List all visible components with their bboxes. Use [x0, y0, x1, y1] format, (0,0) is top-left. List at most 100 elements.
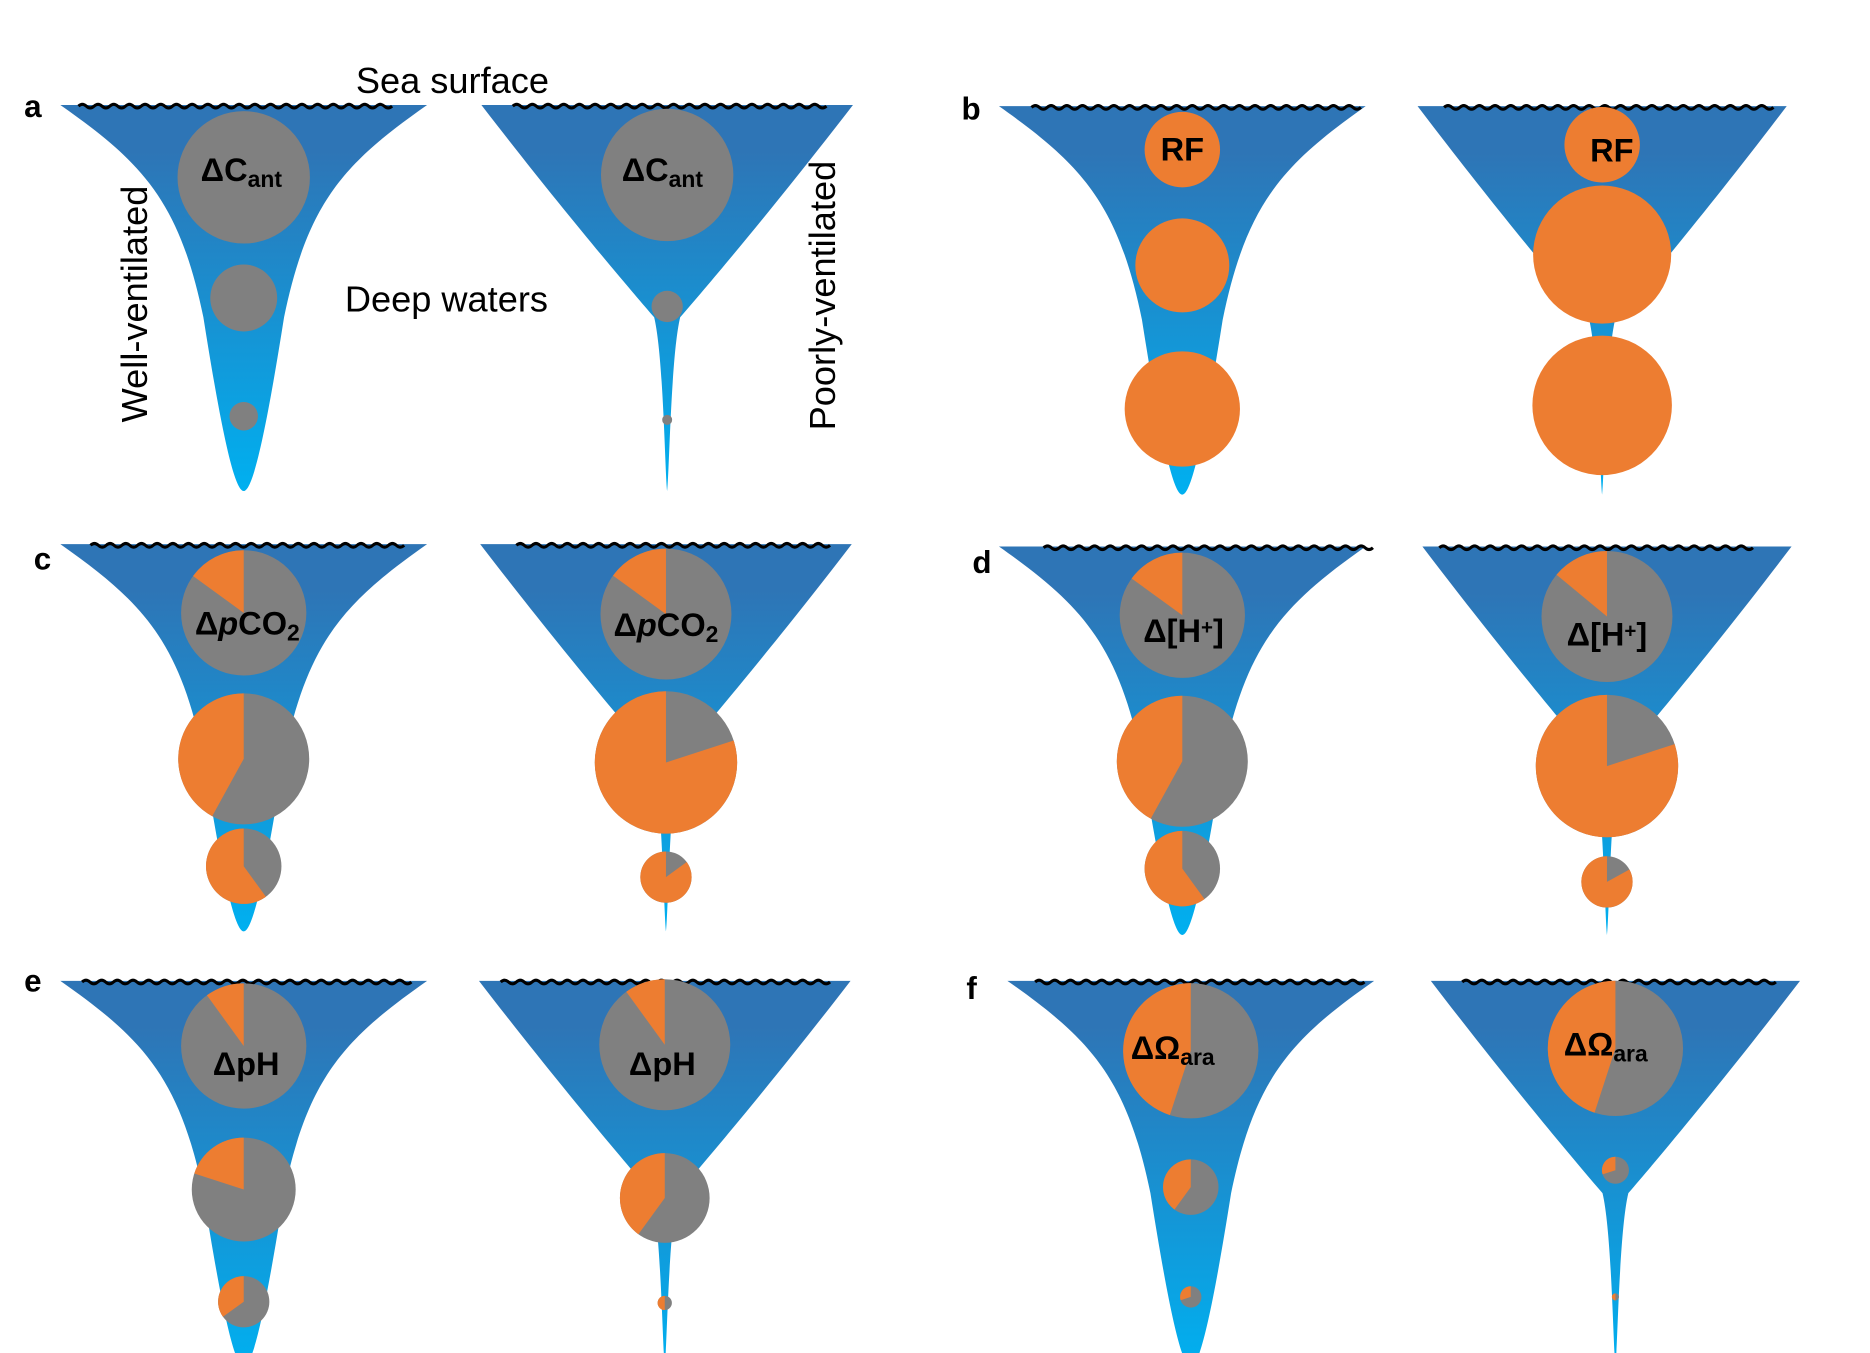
- variable-label-part: ΔC: [201, 152, 248, 188]
- pie-orange-share: [1556, 550, 1607, 617]
- sea-surface-wave: [511, 102, 828, 110]
- deep-pie: [1144, 830, 1221, 907]
- pie-orange-share: [194, 1137, 244, 1190]
- variable-label: ΔΩara: [1564, 1027, 1648, 1067]
- surface-pie: [1119, 552, 1245, 678]
- pie-orange-share: [657, 1295, 665, 1311]
- variable-label-part: CO: [657, 607, 706, 643]
- pie-gray-share: [177, 111, 310, 244]
- pie-orange-share: [178, 693, 244, 817]
- variable-label-part: ]: [1213, 613, 1224, 649]
- deep-waters-label: Deep waters: [345, 278, 548, 319]
- poorly-ventilated-funnel: ΔpH: [478, 978, 851, 1353]
- panel-letter: b: [962, 91, 981, 126]
- pie-orange-share: [1611, 1293, 1616, 1301]
- variable-label-part: ara: [1180, 1044, 1215, 1070]
- deep-pie: [662, 414, 673, 425]
- variable-label-part: ant: [669, 166, 704, 192]
- deep-pie: [205, 828, 282, 904]
- deep-pie: [657, 1295, 672, 1311]
- pie-orange-share: [1581, 856, 1633, 908]
- panel-b: bRF RF: [962, 91, 1787, 495]
- intermediate-pie: [594, 691, 738, 834]
- sea-surface-label: Sea surface: [356, 60, 549, 101]
- intermediate-pie: [1116, 695, 1248, 827]
- intermediate-pie: [1163, 1159, 1219, 1215]
- well-ventilated-funnel: RF: [998, 104, 1366, 495]
- pie-orange-share: [205, 828, 266, 904]
- variable-label: RF: [1161, 131, 1204, 167]
- variable-label-part: ΔpH: [213, 1046, 280, 1082]
- deep-pie: [1124, 351, 1240, 467]
- panel-d: dΔ[H+]Δ[H+]: [972, 544, 1792, 935]
- well-ventilated-funnel: ΔpH: [60, 978, 428, 1353]
- surface-pie: [1547, 980, 1684, 1116]
- intermediate-pie: [1533, 185, 1672, 324]
- surface-pie: [1144, 111, 1221, 188]
- pie-gray-share: [210, 264, 278, 332]
- variable-label-part: ara: [1613, 1040, 1648, 1066]
- pie-orange-share: [1547, 980, 1616, 1113]
- surface-pie: [181, 983, 307, 1109]
- variable-label-part: ]: [1636, 616, 1647, 652]
- poorly-ventilated-funnel: RF: [1417, 104, 1787, 495]
- well-ventilated-funnel: ΔΩara: [1007, 978, 1375, 1353]
- pie-gray-share: [600, 108, 734, 242]
- sea-surface-wave: [89, 541, 406, 549]
- variable-label-part: Δ[H: [1143, 613, 1201, 649]
- pie-orange-share: [1123, 983, 1191, 1116]
- surface-pie: [1123, 983, 1259, 1119]
- poorly-ventilated-label: Poorly-ventilated: [802, 161, 843, 431]
- surface-pie: [181, 550, 307, 676]
- panel-letter: a: [24, 89, 42, 124]
- pie-orange-share: [1180, 1286, 1191, 1301]
- pie-gray-share: [662, 414, 673, 425]
- sea-surface-wave: [1042, 544, 1374, 552]
- intermediate-pie: [210, 264, 278, 332]
- well-ventilated-label: Well-ventilated: [114, 186, 155, 423]
- variable-label: ΔpH: [213, 1046, 280, 1082]
- deep-pie: [1581, 856, 1633, 908]
- pie-orange-share: [193, 550, 244, 613]
- pie-gray-share: [599, 979, 731, 1111]
- variable-label: ΔΩara: [1131, 1030, 1215, 1070]
- variable-label-part: Δ: [614, 607, 637, 643]
- sea-surface-wave: [1030, 104, 1362, 111]
- pie-orange-share: [1144, 111, 1221, 188]
- sea-surface-wave: [81, 978, 413, 986]
- pie-orange-share: [1532, 335, 1672, 476]
- variable-label-part: 2: [706, 621, 719, 647]
- surface-pie: [600, 548, 732, 680]
- pie-orange-share: [1116, 695, 1183, 819]
- variable-label: ΔpCO2: [195, 606, 300, 646]
- surface-pie: [1564, 107, 1640, 183]
- variable-label: Δ[H+]: [1567, 616, 1648, 652]
- pie-orange-share: [1135, 218, 1230, 313]
- variable-label-part: RF: [1590, 133, 1633, 169]
- poorly-ventilated-funnel: ΔpCO2: [480, 541, 852, 932]
- pie-gray-share: [181, 983, 307, 1109]
- variable-label-part: Δ: [195, 606, 218, 642]
- pie-orange-share: [1124, 351, 1240, 467]
- well-ventilated-funnel: Δ[H+]: [998, 544, 1374, 935]
- sea-surface-wave: [515, 541, 832, 549]
- variable-label: ΔpCO2: [614, 607, 719, 647]
- deep-pie: [1532, 335, 1672, 476]
- variable-label-part: ΔΩ: [1564, 1027, 1614, 1063]
- poorly-ventilated-funnel: ΔCant: [481, 102, 853, 492]
- sea-surface-wave: [77, 102, 394, 110]
- pie-orange-share: [612, 548, 666, 615]
- variable-label-part: +: [1201, 615, 1213, 638]
- pie-orange-share: [206, 983, 244, 1046]
- deep-pie: [218, 1276, 270, 1328]
- deep-pie: [1611, 1293, 1619, 1301]
- panel-letter: e: [24, 964, 41, 999]
- intermediate-pie: [1601, 1156, 1629, 1184]
- pie-orange-share: [626, 979, 665, 1045]
- variable-label-part: p: [636, 607, 657, 643]
- pie-orange-share: [640, 851, 692, 903]
